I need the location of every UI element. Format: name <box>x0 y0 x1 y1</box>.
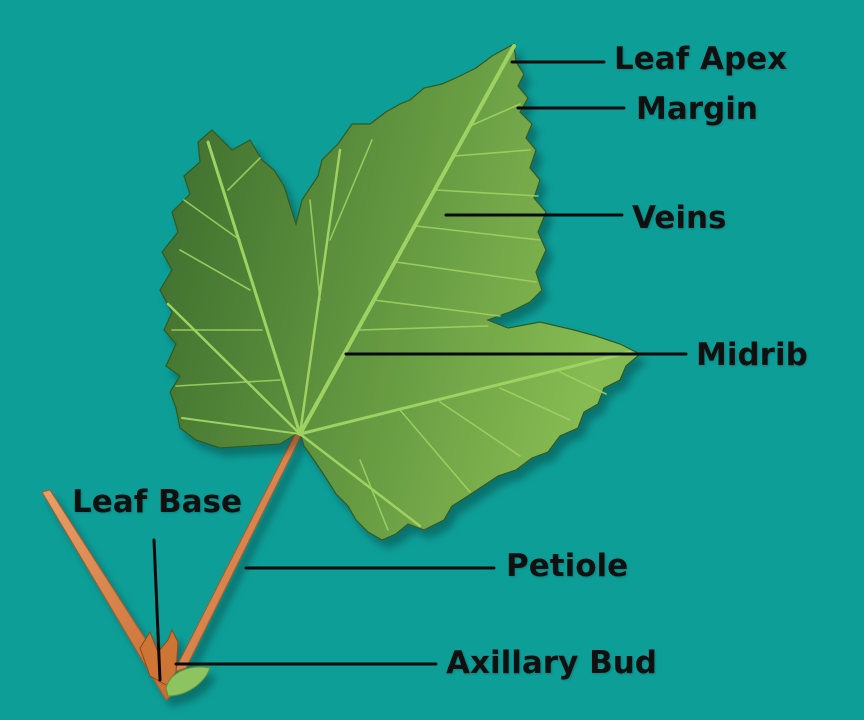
leader-lines <box>152 60 688 682</box>
secondary-veins <box>171 103 607 531</box>
far-left-vein <box>166 302 302 436</box>
left-lobe-midvein <box>206 140 302 436</box>
axillary-bud-shape <box>165 666 211 697</box>
right-lobe-midvein <box>298 350 632 436</box>
leaf-base-label: Leaf Base <box>72 484 243 520</box>
petiole-label: Petiole <box>506 548 629 584</box>
veins-label: Veins <box>632 200 727 236</box>
axillary-bud-label: Axillary Bud <box>446 645 657 681</box>
leaf-base-leader <box>152 538 162 682</box>
bottom-left-vein <box>181 417 301 435</box>
margin-label: Margin <box>636 91 758 127</box>
leaf-apex-label: Leaf Apex <box>614 41 788 77</box>
vein-network <box>166 44 632 531</box>
leaf-blade <box>159 43 642 541</box>
stem-group <box>41 431 302 701</box>
petiole-stalk <box>173 431 302 673</box>
midrib-label: Midrib <box>696 337 808 373</box>
midrib-vein <box>298 44 516 436</box>
lower-lobe-vein <box>298 432 422 528</box>
